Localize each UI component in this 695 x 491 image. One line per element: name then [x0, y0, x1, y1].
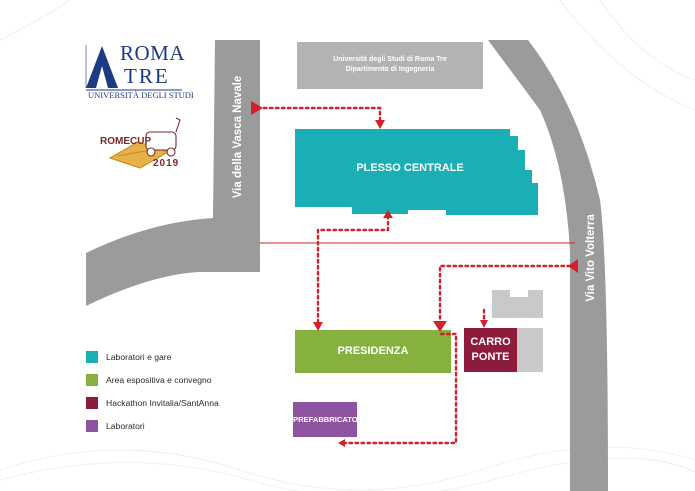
label-carro-ponte-2: PONTE [471, 351, 510, 363]
roma-tre-logo [85, 45, 182, 91]
building-prefabbricato [293, 402, 357, 437]
legend-label: Laboratori e gare [106, 352, 172, 362]
road-via-vito-volterra [488, 40, 608, 491]
legend-item-hackathon: Hackathon Invitalia/SantAnna [86, 396, 219, 410]
building-presidenza [295, 330, 451, 373]
legend-swatch [86, 374, 98, 386]
legend-label: Area espositiva e convegno [106, 375, 212, 385]
legend-item-laboratori-gare: Laboratori e gare [86, 350, 171, 364]
romecup-robot-icon [108, 117, 181, 169]
arrowhead-presidenza-right [433, 321, 447, 332]
label-dipartimento-line1: Università degli Studi di Roma Tre [333, 56, 447, 63]
legend-item-laboratori: Laboratori [86, 419, 145, 433]
arrowhead-entry [251, 101, 263, 115]
logo-roma: ROMA [120, 41, 186, 65]
arrowhead-prefabbricato [338, 439, 345, 447]
legend-swatch [86, 420, 98, 432]
route-paths [262, 106, 572, 445]
building-plesso-centrale [295, 129, 538, 215]
romecup-year: 2019 [153, 158, 180, 169]
building-carro-ponte [464, 328, 517, 372]
street-label-vasca-navale: Via della Vasca Navale [232, 75, 244, 199]
legend-swatch [86, 351, 98, 363]
legend-label: Hackathon Invitalia/SantAnna [106, 398, 219, 408]
arrowhead-volterra [568, 259, 578, 273]
label-presidenza: PRESIDENZA [337, 345, 409, 357]
route-arrowheads [251, 101, 578, 447]
building-carro-ponte-side [517, 328, 543, 372]
legend-item-area-espositiva: Area espositiva e convegno [86, 373, 212, 387]
label-carro-ponte-1: CARRO [470, 336, 511, 348]
label-dipartimento-line2: Dipartimento di Ingegneria [345, 66, 435, 73]
building-carro-ponte-annex [492, 290, 543, 318]
logo-universita: UNIVERSITÀ DEGLI STUDI [88, 90, 194, 100]
legend-label: Laboratori [106, 421, 145, 431]
arrowhead-presidenza-left [313, 322, 323, 331]
logo-tre: TRE [124, 64, 170, 88]
arrowhead-carro-ponte [480, 320, 488, 328]
arrowhead-plesso-exit [383, 210, 393, 218]
romecup-name: ROMECUP [100, 136, 152, 147]
arrowhead-plesso [375, 120, 385, 129]
legend-swatch [86, 397, 98, 409]
label-prefabbricato: PREFABBRICATO [293, 415, 358, 424]
road-via-vasca-navale [86, 40, 260, 306]
street-label-vito-volterra: Via Vito Volterra [585, 214, 597, 302]
building-dipartimento-ingegneria [297, 42, 483, 89]
label-plesso-centrale: PLESSO CENTRALE [356, 162, 464, 174]
